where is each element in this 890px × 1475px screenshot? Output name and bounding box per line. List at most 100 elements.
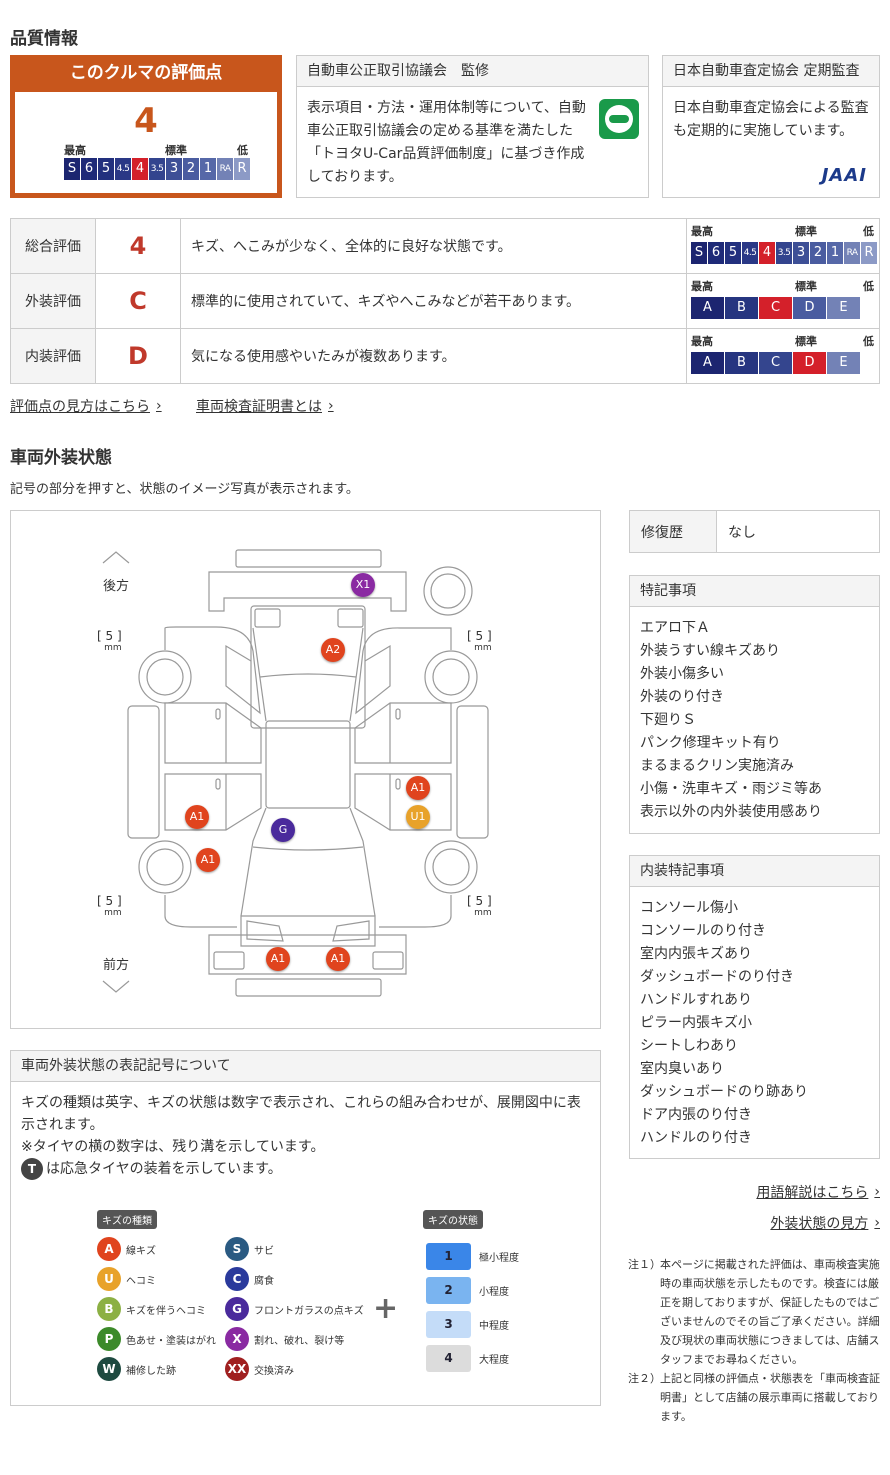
damage-type-icon: C: [225, 1267, 249, 1291]
jaai-box: 日本自動車査定協会 定期監査 日本自動車査定協会による監査も定期的に実施していま…: [662, 55, 880, 198]
legend-type-x: X 割れ、破れ、裂け等: [225, 1327, 344, 1351]
legend-box: 車両外装状態の表記記号について キズの種類は英字、キズの状態は数字で表示され、こ…: [10, 1050, 601, 1406]
scale-cell-4.5: 4.5: [115, 158, 131, 180]
kousei-title: 自動車公正取引協議会 監修: [297, 56, 648, 87]
damage-type-icon: W: [97, 1357, 121, 1381]
scale-cell-C: C: [759, 352, 792, 374]
damage-marker-a1[interactable]: A1: [185, 805, 209, 829]
chevron-right-icon: ›: [874, 1184, 880, 1200]
legend-type-label: 交換済み: [254, 1365, 294, 1377]
level-badge: 4: [426, 1345, 471, 1372]
scale-cell-3: 3: [166, 158, 182, 180]
damage-marker-g[interactable]: G: [271, 818, 295, 842]
front-label: 前方: [103, 958, 130, 973]
note-item: シートしわあり: [640, 1038, 738, 1054]
link-exterior-howto[interactable]: 外装状態の見方›: [770, 1215, 880, 1232]
level-label: 中程度: [479, 1321, 509, 1332]
spare-tire-icon: T: [21, 1158, 43, 1180]
exterior-subtitle: 記号の部分を押すと、状態のイメージ写真が表示されます。: [10, 482, 359, 497]
legend-type-label: サビ: [254, 1245, 274, 1257]
damage-type-icon: A: [97, 1237, 121, 1261]
damage-type-icon: X: [225, 1327, 249, 1351]
link-score-howto[interactable]: 評価点の見方はこちら›: [10, 398, 162, 415]
note-item: ハンドルすれあり: [640, 992, 752, 1008]
scale-cell-D: D: [793, 352, 826, 374]
legend-title: 車両外装状態の表記記号について: [11, 1051, 600, 1082]
legend-type-label: キズを伴うヘコミ: [126, 1305, 206, 1317]
damage-marker-a1[interactable]: A1: [266, 947, 290, 971]
scale-cell-5: 5: [98, 158, 114, 180]
eval-score: D: [95, 328, 181, 384]
rear-chevron-icon: [102, 551, 130, 564]
scale-cell-3.5: 3.5: [149, 158, 165, 180]
legend-type-label: 線キズ: [126, 1245, 156, 1257]
scale-cell-1: 1: [827, 242, 843, 264]
scale-cell-E: E: [827, 297, 860, 319]
legend-type-w: W 補修した跡: [97, 1357, 176, 1381]
legend-type-label: 補修した跡: [126, 1365, 176, 1377]
eval-desc: 気になる使用感やいたみが複数あります。: [180, 328, 687, 384]
damage-marker-x1[interactable]: X1: [351, 573, 375, 597]
score-box-title: このクルマの評価点: [69, 63, 223, 83]
damage-marker-a2[interactable]: A2: [321, 638, 345, 662]
kousei-logo-icon: [599, 99, 639, 139]
damage-marker-a1[interactable]: A1: [326, 947, 350, 971]
scale-std-label: 標準: [795, 225, 817, 238]
scale-high-label: 最高: [691, 335, 713, 348]
scale-high-label: 最高: [691, 225, 713, 238]
link-certificate[interactable]: 車両検査証明書とは›: [196, 398, 334, 415]
scale-high-label: 最高: [64, 144, 86, 157]
note-item: 小傷・洗車キズ・雨ジミ等あ: [640, 781, 822, 797]
damage-type-icon: G: [225, 1297, 249, 1321]
scale-low-label: 低: [863, 280, 874, 293]
scale-cell-2: 2: [810, 242, 826, 264]
damage-type-icon: B: [97, 1297, 121, 1321]
scale-cell-R: R: [861, 242, 877, 264]
damage-marker-a1[interactable]: A1: [406, 776, 430, 800]
scale-low-label: 低: [863, 225, 874, 238]
eval-score: 4: [95, 218, 181, 274]
scale-cell-RA: RA: [844, 242, 860, 264]
scale-cell-RA: RA: [217, 158, 233, 180]
damage-marker-a1[interactable]: A1: [196, 848, 220, 872]
interior-title: 内装特記事項: [630, 856, 879, 887]
legend-text-1: キズの種類は英字、キズの状態は数字で表示され、これらの組み合わせが、展開図中に表…: [21, 1095, 581, 1133]
level-label: 極小程度: [479, 1253, 519, 1264]
special-title: 特記事項: [630, 576, 879, 607]
note-item: 外装のり付き: [640, 689, 724, 705]
note: 注１）本ページに掲載された評価は、車両検査実施時の車両状態を示したものです。検査…: [628, 1258, 880, 1366]
eval-desc: キズ、へこみが少なく、全体的に良好な状態です。: [180, 218, 687, 274]
scale-cell-3: 3: [793, 242, 809, 264]
chevron-right-icon: ›: [156, 398, 162, 414]
state-tag: キズの状態: [423, 1210, 483, 1229]
damage-marker-u1[interactable]: U1: [406, 805, 430, 829]
repair-history: 修復歴 なし: [629, 510, 880, 553]
note-item: 室内臭いあり: [640, 1061, 724, 1077]
chevron-right-icon: ›: [328, 398, 334, 414]
section-title-exterior: 車両外装状態: [10, 448, 112, 468]
note-item: ダッシュボードのり跡あり: [640, 1084, 808, 1100]
link-glossary[interactable]: 用語解説はこちら›: [756, 1184, 880, 1201]
legend-type-a: A 線キズ: [97, 1237, 156, 1261]
tire-tread-depth: [ 5 ]mm: [97, 894, 122, 918]
types-tag: キズの種類: [97, 1210, 157, 1229]
scale-cell-S: S: [691, 242, 707, 264]
legend-type-label: 割れ、破れ、裂け等: [254, 1335, 345, 1347]
scale-cell-5: 5: [725, 242, 741, 264]
scale-cell-B: B: [725, 352, 758, 374]
scale-std-label: 標準: [795, 335, 817, 348]
kousei-text: 表示項目・方法・運用体制等について、自動車公正取引協議会の定める基準を満たした「…: [307, 100, 586, 185]
scale-cell-4: 4: [132, 158, 148, 180]
legend-type-b: B キズを伴うヘコミ: [97, 1297, 206, 1321]
scale-cell-4: 4: [759, 242, 775, 264]
